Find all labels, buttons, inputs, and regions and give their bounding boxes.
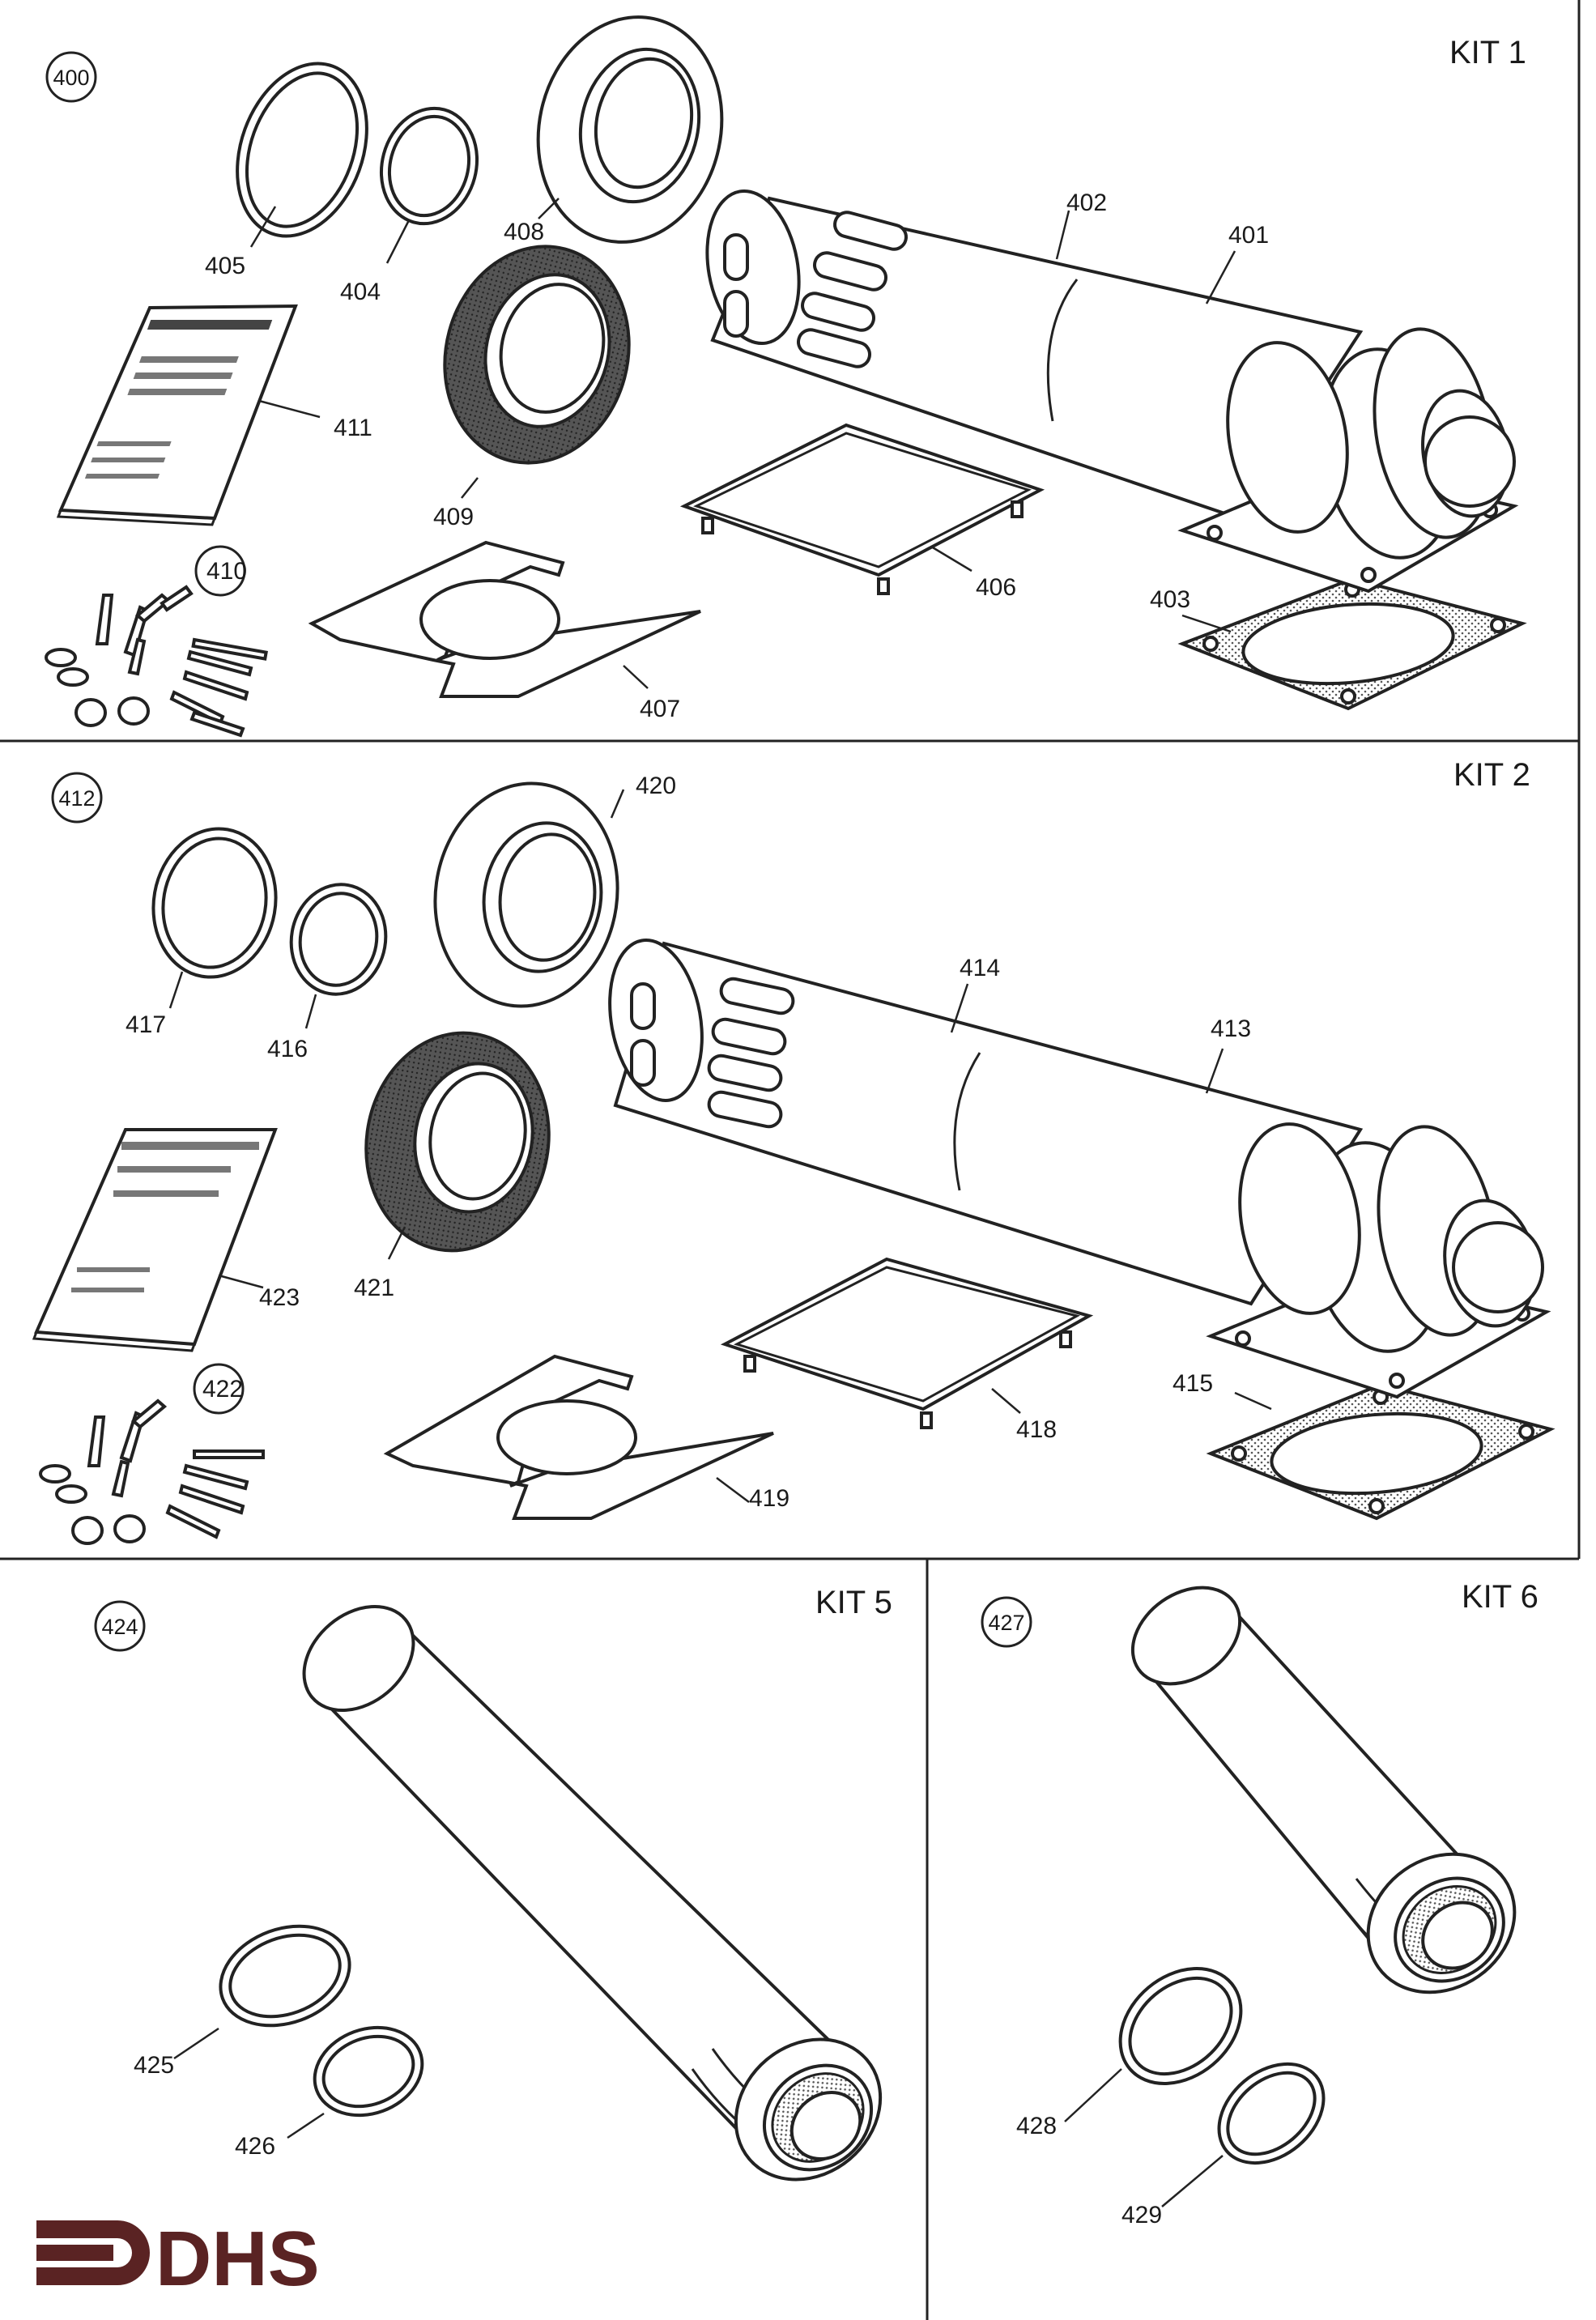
flue-terminal-401-402 xyxy=(705,189,1519,594)
label-426: 426 xyxy=(235,2133,275,2160)
label-419: 419 xyxy=(749,1485,789,1512)
label-423: 423 xyxy=(259,1284,300,1311)
wall-rosette-420 xyxy=(433,781,619,1008)
kit-2-leaders xyxy=(168,789,1272,1503)
wall-rosette-408 xyxy=(536,15,724,244)
cover-plate-407 xyxy=(308,540,701,698)
kit-2-title: KIT 2 xyxy=(1453,757,1530,793)
label-413: 413 xyxy=(1211,1015,1251,1042)
kit-5-number-circle xyxy=(94,1600,146,1652)
foam-gasket-409 xyxy=(443,245,631,465)
label-421: 421 xyxy=(354,1275,394,1301)
kit-2-number: 412 xyxy=(58,786,95,811)
seal-ring-426 xyxy=(313,2025,424,2118)
foam-gasket-421 xyxy=(364,1031,551,1253)
kit-5-title: KIT 5 xyxy=(815,1585,892,1620)
label-420: 420 xyxy=(636,773,676,799)
label-403: 403 xyxy=(1150,586,1190,613)
label-409: 409 xyxy=(433,504,474,530)
label-422: 422 xyxy=(202,1376,243,1403)
label-407: 407 xyxy=(640,696,680,722)
kit-6-number: 427 xyxy=(988,1611,1024,1635)
label-414: 414 xyxy=(960,955,1000,981)
instruction-manual-411 xyxy=(56,304,298,526)
seal-ring-404 xyxy=(379,106,479,226)
label-402: 402 xyxy=(1066,189,1107,216)
flue-terminal-413-414 xyxy=(608,939,1551,1399)
label-425: 425 xyxy=(134,2052,174,2079)
fixings-pack-422 xyxy=(39,1363,265,1545)
logo-text: DHS xyxy=(155,2216,320,2302)
label-410: 410 xyxy=(206,558,247,585)
cover-plate-419 xyxy=(383,1354,774,1520)
seal-ring-429 xyxy=(1217,2062,1326,2165)
kit-1-number: 400 xyxy=(53,66,89,90)
label-411: 411 xyxy=(334,415,372,441)
label-401: 401 xyxy=(1228,222,1269,249)
kit-5-panel: KIT 5 424 425 426 xyxy=(94,1585,892,2182)
dhs-logo: DHS xyxy=(36,2216,320,2302)
kit-6-leaders xyxy=(1064,2068,1224,2207)
kit-6-panel: KIT 6 427 428 429 xyxy=(981,1579,1539,2228)
label-429: 429 xyxy=(1121,2202,1162,2228)
kit-5-leaders xyxy=(173,2027,325,2139)
kit-1-title: KIT 1 xyxy=(1449,35,1526,70)
label-415: 415 xyxy=(1173,1370,1213,1397)
mounting-plate-418 xyxy=(720,1257,1094,1429)
seal-ring-405 xyxy=(236,62,368,238)
extension-pipe-kit-6 xyxy=(1130,1586,1517,1994)
label-418: 418 xyxy=(1016,1416,1057,1443)
kit-2-number-circle xyxy=(51,772,103,824)
dhs-logo-mark xyxy=(36,2220,150,2285)
kit-1-panel: KIT 1 400 xyxy=(45,15,1527,738)
kit-5-number: 424 xyxy=(101,1615,138,1639)
fixings-pack-410 xyxy=(45,545,268,738)
seal-ring-416 xyxy=(289,883,388,996)
extension-pipe-kit-5 xyxy=(302,1604,883,2182)
label-404: 404 xyxy=(340,279,381,305)
kit-1-number-circle xyxy=(45,51,97,103)
base-gasket-403 xyxy=(1177,577,1527,711)
mounting-plate-406 xyxy=(679,423,1045,595)
label-428: 428 xyxy=(1016,2113,1057,2139)
label-406: 406 xyxy=(976,574,1016,601)
seal-ring-417 xyxy=(151,827,278,979)
kit-1-leaders xyxy=(249,198,1236,689)
seal-ring-428 xyxy=(1118,1967,1243,2085)
kit-2-panel: KIT 2 412 xyxy=(32,757,1556,1545)
label-417: 417 xyxy=(126,1011,166,1038)
instruction-manual-423 xyxy=(32,1128,278,1352)
label-416: 416 xyxy=(267,1036,308,1062)
base-gasket-415 xyxy=(1206,1382,1556,1521)
label-408: 408 xyxy=(504,219,544,245)
kit-6-number-circle xyxy=(981,1596,1032,1648)
label-405: 405 xyxy=(205,253,245,279)
seal-ring-425 xyxy=(219,1924,351,2028)
kit-6-title: KIT 6 xyxy=(1462,1579,1539,1615)
